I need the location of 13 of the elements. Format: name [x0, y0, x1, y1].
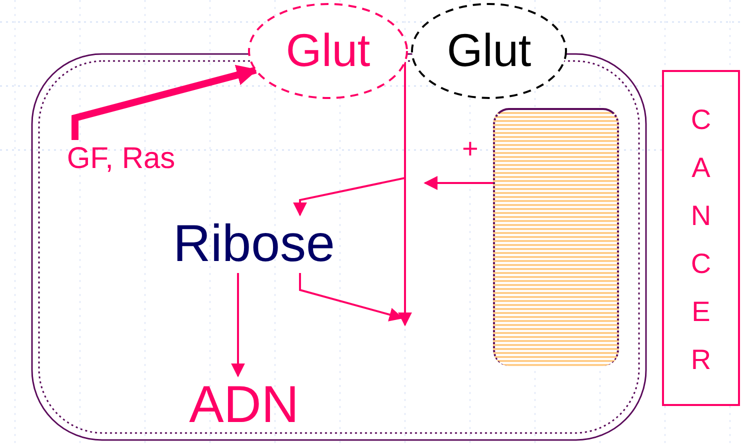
arrow: [293, 62, 406, 216]
vertical-label: CANCER: [690, 103, 712, 377]
arrow: [299, 273, 404, 322]
label-panel: [662, 70, 740, 406]
bare-text-label: GF, Ras: [46, 140, 196, 178]
arrow: [72, 64, 258, 140]
bare-text-label: ADN: [182, 376, 306, 434]
transporter-label: Glut: [286, 22, 370, 77]
arrow: [231, 273, 245, 378]
organelle-box: [493, 108, 619, 366]
arrow: [424, 176, 493, 190]
transporter-label: Glut: [446, 22, 532, 77]
bare-text-label: Ribose: [158, 215, 350, 273]
